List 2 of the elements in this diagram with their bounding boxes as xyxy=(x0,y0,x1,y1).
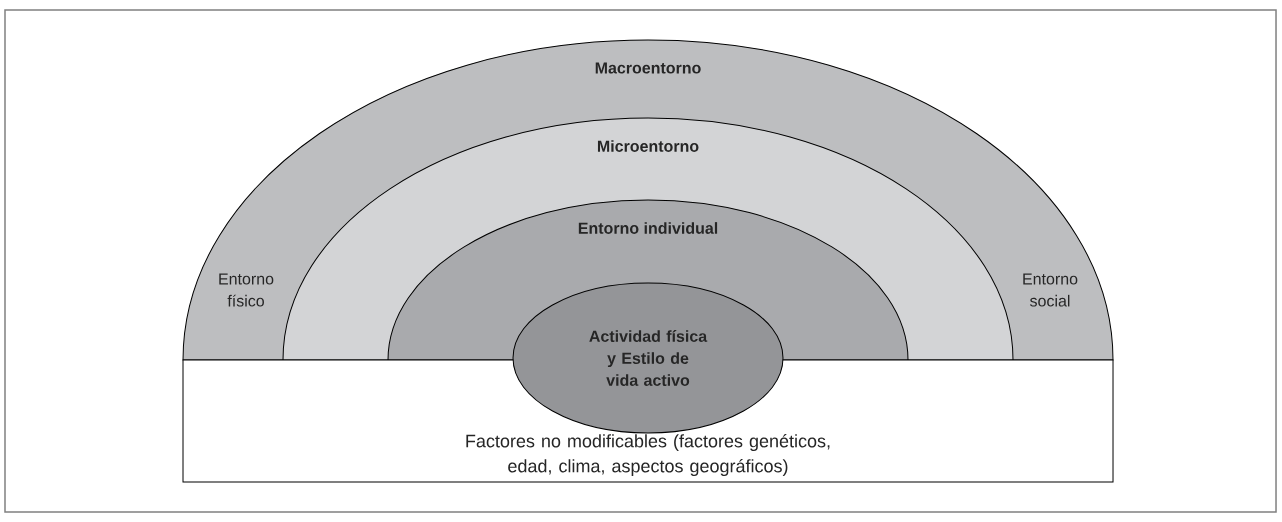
side-label: Entorno físico xyxy=(219,273,274,307)
side-label: Entorno social xyxy=(1023,273,1078,307)
